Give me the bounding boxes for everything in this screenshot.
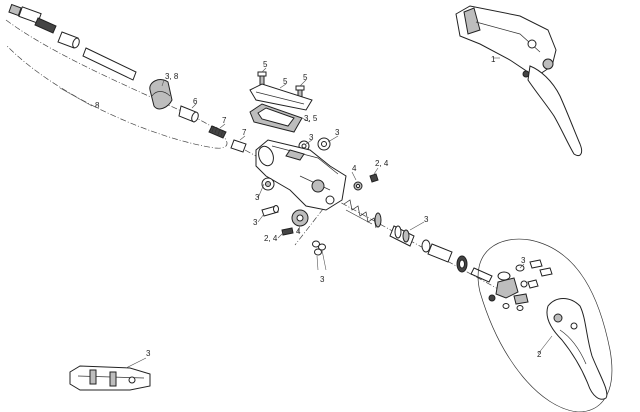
callout-3-compact-body: 3 bbox=[146, 349, 151, 358]
threaded-insert bbox=[208, 125, 227, 139]
bleed-washer bbox=[261, 177, 275, 191]
callout-3-8: 3, 8 bbox=[165, 72, 179, 81]
reservoir-bladder bbox=[249, 103, 303, 133]
master-cylinder-body bbox=[255, 139, 347, 211]
o-ring-top bbox=[317, 137, 331, 151]
callout-5-screw-right: 5 bbox=[303, 73, 308, 82]
callout-8: 8 bbox=[95, 101, 100, 110]
compact-lever-body bbox=[69, 365, 151, 391]
lever-detail-boundary bbox=[477, 238, 613, 412]
reservoir-cover bbox=[249, 83, 313, 111]
hose-barb bbox=[57, 31, 80, 49]
callout-2-4-lower: 2, 4 bbox=[264, 234, 278, 243]
callout-3-5: 3, 5 bbox=[304, 114, 318, 123]
return-spring bbox=[343, 199, 377, 229]
callout-3-piston: 3 bbox=[424, 215, 429, 224]
hose-fitting bbox=[8, 3, 57, 34]
callout-5-cover: 5 bbox=[283, 77, 288, 86]
callout-3-bladder-washer: 3 bbox=[309, 133, 314, 142]
callout-3-bushings: 3 bbox=[320, 275, 325, 284]
callout-6: 6 bbox=[193, 97, 198, 106]
lever-blade bbox=[546, 298, 608, 400]
callout-3-bleed-washer: 3 bbox=[255, 193, 260, 202]
callout-3-pivot-pin: 3 bbox=[253, 218, 258, 227]
callout-4-lower: 4 bbox=[296, 227, 301, 236]
leader-lines bbox=[59, 57, 553, 369]
hose-group-boundary bbox=[5, 19, 228, 149]
callout-1: 1 bbox=[491, 55, 496, 64]
hose-tube bbox=[82, 47, 137, 81]
caliper-axis bbox=[294, 199, 331, 246]
bushings bbox=[312, 240, 326, 256]
piston-assembly bbox=[374, 212, 493, 283]
callout-5-screw-left: 5 bbox=[263, 60, 268, 69]
callout-2-4-upper: 2, 4 bbox=[375, 159, 389, 168]
lever-hardware bbox=[488, 259, 553, 311]
callout-3-o-ring: 3 bbox=[335, 128, 340, 137]
callout-7-nut: 7 bbox=[242, 128, 247, 137]
reservoir-screw-left bbox=[257, 71, 267, 86]
callout-7-insert: 7 bbox=[222, 116, 227, 125]
pivot-pin bbox=[261, 205, 279, 217]
callout-3-lever-hardware: 3 bbox=[521, 256, 526, 265]
grub-screw bbox=[281, 227, 294, 236]
callout-2: 2 bbox=[537, 350, 542, 359]
hose-clip bbox=[149, 79, 173, 110]
callout-4-upper: 4 bbox=[352, 164, 357, 173]
bleed-screw-upper bbox=[353, 181, 363, 191]
reach-adjust-screw bbox=[369, 173, 379, 183]
compression-nut bbox=[230, 139, 247, 153]
olive bbox=[178, 105, 199, 123]
contact-adjust-knob bbox=[291, 209, 309, 227]
complete-lever-assembly bbox=[455, 5, 583, 157]
